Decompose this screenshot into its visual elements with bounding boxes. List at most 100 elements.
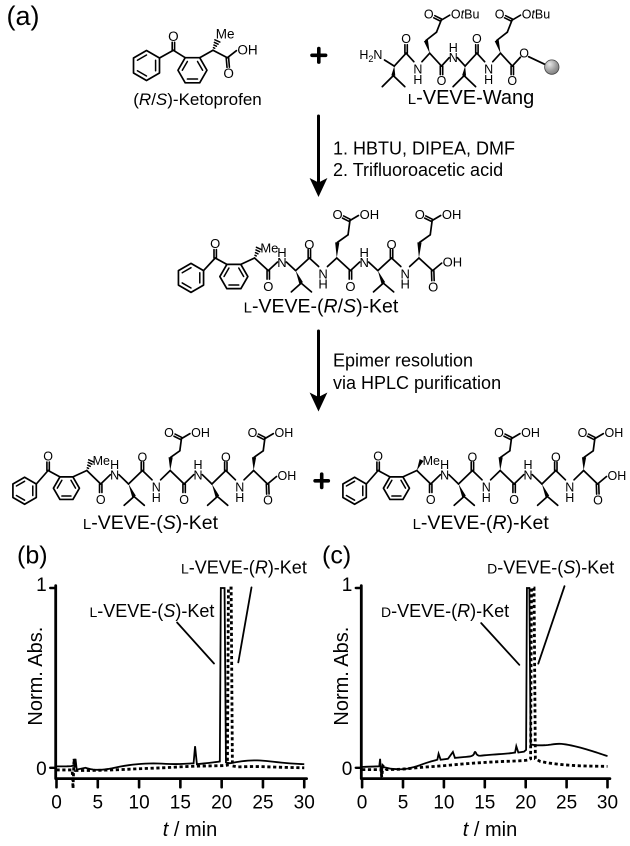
svg-text:H: H: [194, 458, 203, 472]
svg-text:OH: OH: [237, 42, 257, 57]
svg-text:L-VEVE-(R)-Ket: L-VEVE-(R)-Ket: [181, 558, 307, 578]
svg-text:N: N: [194, 469, 203, 483]
svg-text:N: N: [110, 469, 119, 483]
svg-text:OtBu: OtBu: [451, 8, 480, 22]
svg-text:O: O: [386, 237, 396, 252]
svg-text:L-VEVE-(R/S)-Ket: L-VEVE-(R/S)-Ket: [244, 296, 399, 318]
svg-text:N: N: [235, 481, 244, 495]
svg-text:t / min: t / min: [163, 819, 217, 841]
svg-text:O: O: [43, 450, 53, 464]
svg-text:O: O: [472, 32, 482, 46]
svg-text:H: H: [482, 491, 491, 505]
svg-text:O: O: [221, 451, 231, 465]
svg-text:OH: OH: [442, 207, 462, 222]
svg-text:5: 5: [398, 793, 409, 814]
svg-text:H: H: [524, 458, 533, 472]
svg-text:N: N: [449, 51, 458, 65]
svg-text:30: 30: [294, 793, 315, 814]
svg-text:O: O: [507, 74, 517, 88]
svg-text:0: 0: [36, 759, 47, 780]
svg-text:(c): (c): [322, 542, 351, 570]
svg-text:H: H: [413, 73, 422, 87]
svg-text:OtBu: OtBu: [522, 8, 551, 22]
svg-text:O: O: [509, 493, 519, 507]
svg-text:OH: OH: [191, 426, 210, 440]
svg-text:O: O: [304, 237, 314, 252]
svg-text:L-VEVE-(S)-Ket: L-VEVE-(S)-Ket: [90, 601, 215, 621]
svg-text:O: O: [345, 279, 355, 294]
svg-text:H: H: [110, 458, 119, 472]
svg-text:5: 5: [93, 793, 104, 814]
svg-text:N: N: [152, 481, 161, 495]
svg-text:O: O: [551, 451, 561, 465]
svg-text:O: O: [164, 426, 174, 440]
svg-text:(a): (a): [7, 1, 40, 31]
svg-text:O: O: [179, 493, 189, 507]
svg-text:N: N: [524, 469, 533, 483]
svg-text:O: O: [494, 426, 504, 440]
svg-text:N: N: [482, 481, 491, 495]
svg-text:Me: Me: [93, 454, 110, 468]
svg-text:OH: OH: [605, 426, 624, 440]
svg-text:O: O: [138, 451, 148, 465]
svg-text:N: N: [565, 481, 574, 495]
svg-text:OH: OH: [360, 207, 380, 222]
svg-text:N: N: [359, 255, 368, 270]
svg-text:H: H: [484, 73, 493, 87]
svg-text:O: O: [426, 493, 436, 507]
svg-text:(b): (b): [17, 542, 48, 570]
svg-text:H: H: [235, 491, 244, 505]
svg-text:0: 0: [342, 759, 353, 780]
svg-text:O: O: [263, 494, 273, 508]
svg-text:N: N: [440, 469, 449, 483]
svg-text:L-VEVE-(S)-Ket: L-VEVE-(S)-Ket: [83, 512, 219, 534]
svg-text:0: 0: [51, 793, 62, 814]
svg-text:O: O: [96, 493, 106, 507]
svg-text:H: H: [440, 458, 449, 472]
svg-text:Norm. Abs.: Norm. Abs.: [331, 627, 353, 726]
svg-text:H: H: [359, 245, 368, 260]
svg-text:O: O: [495, 8, 505, 22]
svg-text:(R/S)-Ketoprofen: (R/S)-Ketoprofen: [133, 90, 262, 109]
svg-text:N: N: [401, 266, 410, 281]
svg-text:O: O: [428, 279, 438, 294]
svg-text:N: N: [318, 266, 327, 281]
svg-text:OH: OH: [275, 426, 294, 440]
svg-text:O: O: [415, 207, 425, 222]
svg-text:O: O: [578, 426, 588, 440]
svg-text:Me: Me: [423, 454, 440, 468]
svg-text:2. Trifluoroacetic acid: 2. Trifluoroacetic acid: [333, 160, 503, 180]
svg-text:O: O: [223, 66, 234, 81]
svg-text:H: H: [401, 277, 410, 292]
svg-text:OH: OH: [608, 469, 627, 483]
svg-text:H: H: [449, 41, 458, 55]
svg-text:N: N: [277, 255, 286, 270]
svg-text:1. HBTU, DIPEA, DMF: 1. HBTU, DIPEA, DMF: [333, 139, 515, 159]
svg-text:O: O: [210, 236, 220, 251]
svg-text:Norm. Abs.: Norm. Abs.: [25, 627, 47, 726]
svg-text:OH: OH: [278, 469, 297, 483]
svg-text:Epimer resolution: Epimer resolution: [333, 351, 473, 371]
svg-text:via HPLC purification: via HPLC purification: [333, 373, 501, 393]
svg-text:O: O: [248, 426, 258, 440]
svg-text:N: N: [484, 63, 493, 77]
svg-text:1: 1: [36, 575, 47, 596]
svg-text:Me: Me: [260, 241, 278, 256]
svg-text:O: O: [468, 451, 478, 465]
svg-text:15: 15: [170, 793, 191, 814]
svg-text:O: O: [424, 8, 434, 22]
svg-text:O: O: [437, 74, 447, 88]
svg-text:D-VEVE-(S)-Ket: D-VEVE-(S)-Ket: [487, 558, 614, 578]
svg-text:H: H: [565, 491, 574, 505]
svg-text:Me: Me: [216, 27, 235, 42]
svg-text:20: 20: [211, 793, 232, 814]
svg-text:OH: OH: [443, 255, 463, 270]
svg-text:10: 10: [129, 793, 150, 814]
svg-text:O: O: [168, 29, 179, 44]
svg-text:L-VEVE-(R)-Ket: L-VEVE-(R)-Ket: [413, 512, 550, 534]
svg-text:15: 15: [474, 793, 495, 814]
svg-text:O: O: [373, 450, 383, 464]
svg-text:L-VEVE-Wang: L-VEVE-Wang: [408, 87, 535, 109]
svg-text:20: 20: [515, 793, 536, 814]
svg-text:O: O: [332, 207, 342, 222]
